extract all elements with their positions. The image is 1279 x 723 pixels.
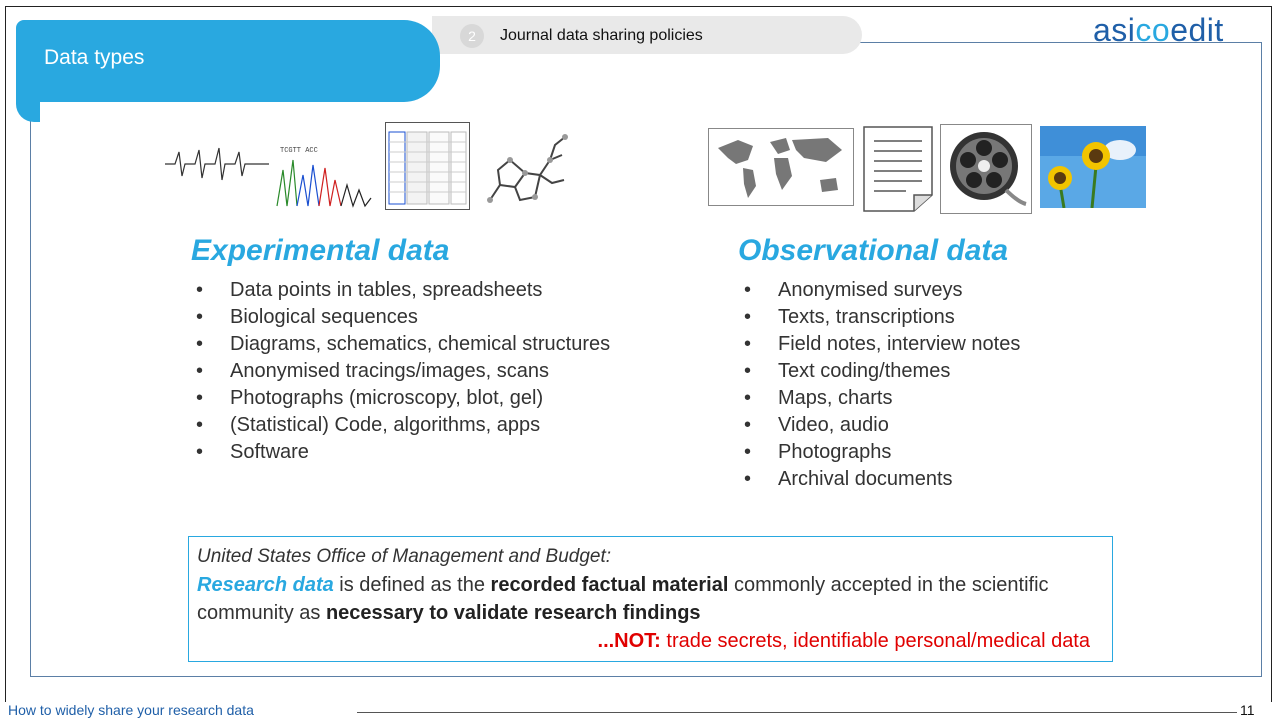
sunflower-photo-icon [1040, 126, 1146, 208]
list-item: Photographs (microscopy, blot, gel) [188, 385, 628, 412]
observational-heading: Observational data [738, 234, 1009, 267]
list-item: Field notes, interview notes [736, 331, 1156, 358]
list-item: Diagrams, schematics, chemical structure… [188, 331, 628, 358]
asiaedit-logo: asicoedit [1093, 12, 1224, 48]
list-item: Maps, charts [736, 385, 1156, 412]
section-title: Journal data sharing policies [500, 27, 703, 44]
list-item: Video, audio [736, 412, 1156, 439]
section-number: 2 [460, 24, 484, 48]
ecg-trace-icon [165, 147, 269, 181]
list-item: Data points in tables, spreadsheets [188, 277, 628, 304]
list-item: (Statistical) Code, algorithms, apps [188, 412, 628, 439]
document-icon [863, 126, 933, 212]
list-item: Anonymised surveys [736, 277, 1156, 304]
exclusion-text: trade secrets, identifiable personal/med… [660, 630, 1090, 652]
definition-bold-1: recorded factual material [490, 574, 729, 596]
dna-sequence-icon: TCGTT ACC [276, 147, 372, 208]
footer-title: How to widely share your research data [8, 702, 254, 718]
svg-text:TCGTT ACC: TCGTT ACC [280, 147, 318, 155]
slide-frame [5, 6, 1272, 702]
experimental-list: Data points in tables, spreadsheetsBiolo… [188, 277, 628, 466]
observational-list: Anonymised surveysTexts, transcriptionsF… [736, 277, 1156, 493]
slide-title: Data types [44, 46, 145, 69]
definition-text: Research data is defined as the recorded… [197, 571, 1104, 627]
definition-exclusion: ...NOT: trade secrets, identifiable pers… [197, 627, 1104, 655]
list-item: Biological sequences [188, 304, 628, 331]
list-item: Text coding/themes [736, 358, 1156, 385]
section-tab [432, 16, 862, 54]
film-reel-icon [940, 124, 1032, 214]
molecule-structure-icon [487, 134, 568, 203]
list-item: Software [188, 439, 628, 466]
title-tab [16, 20, 440, 102]
spreadsheet-icon [385, 122, 470, 210]
experimental-heading: Experimental data [191, 234, 450, 267]
footer-divider [357, 712, 1237, 713]
page-number: 11 [1240, 702, 1255, 718]
list-item: Photographs [736, 439, 1156, 466]
exclusion-label: ...NOT: [597, 630, 661, 652]
list-item: Archival documents [736, 466, 1156, 493]
definition-bold-2: necessary to validate research findings [325, 602, 701, 624]
definition-text-2: commonly accepted in the scientific comm… [197, 574, 1049, 624]
definition-term: Research data [197, 574, 334, 596]
definition-source: United States Office of Management and B… [197, 546, 612, 567]
definition-box: United States Office of Management and B… [188, 536, 1113, 662]
list-item: Texts, transcriptions [736, 304, 1156, 331]
world-map-icon [708, 128, 854, 206]
list-item: Anonymised tracings/images, scans [188, 358, 628, 385]
definition-text-1: is defined as the [333, 574, 491, 596]
